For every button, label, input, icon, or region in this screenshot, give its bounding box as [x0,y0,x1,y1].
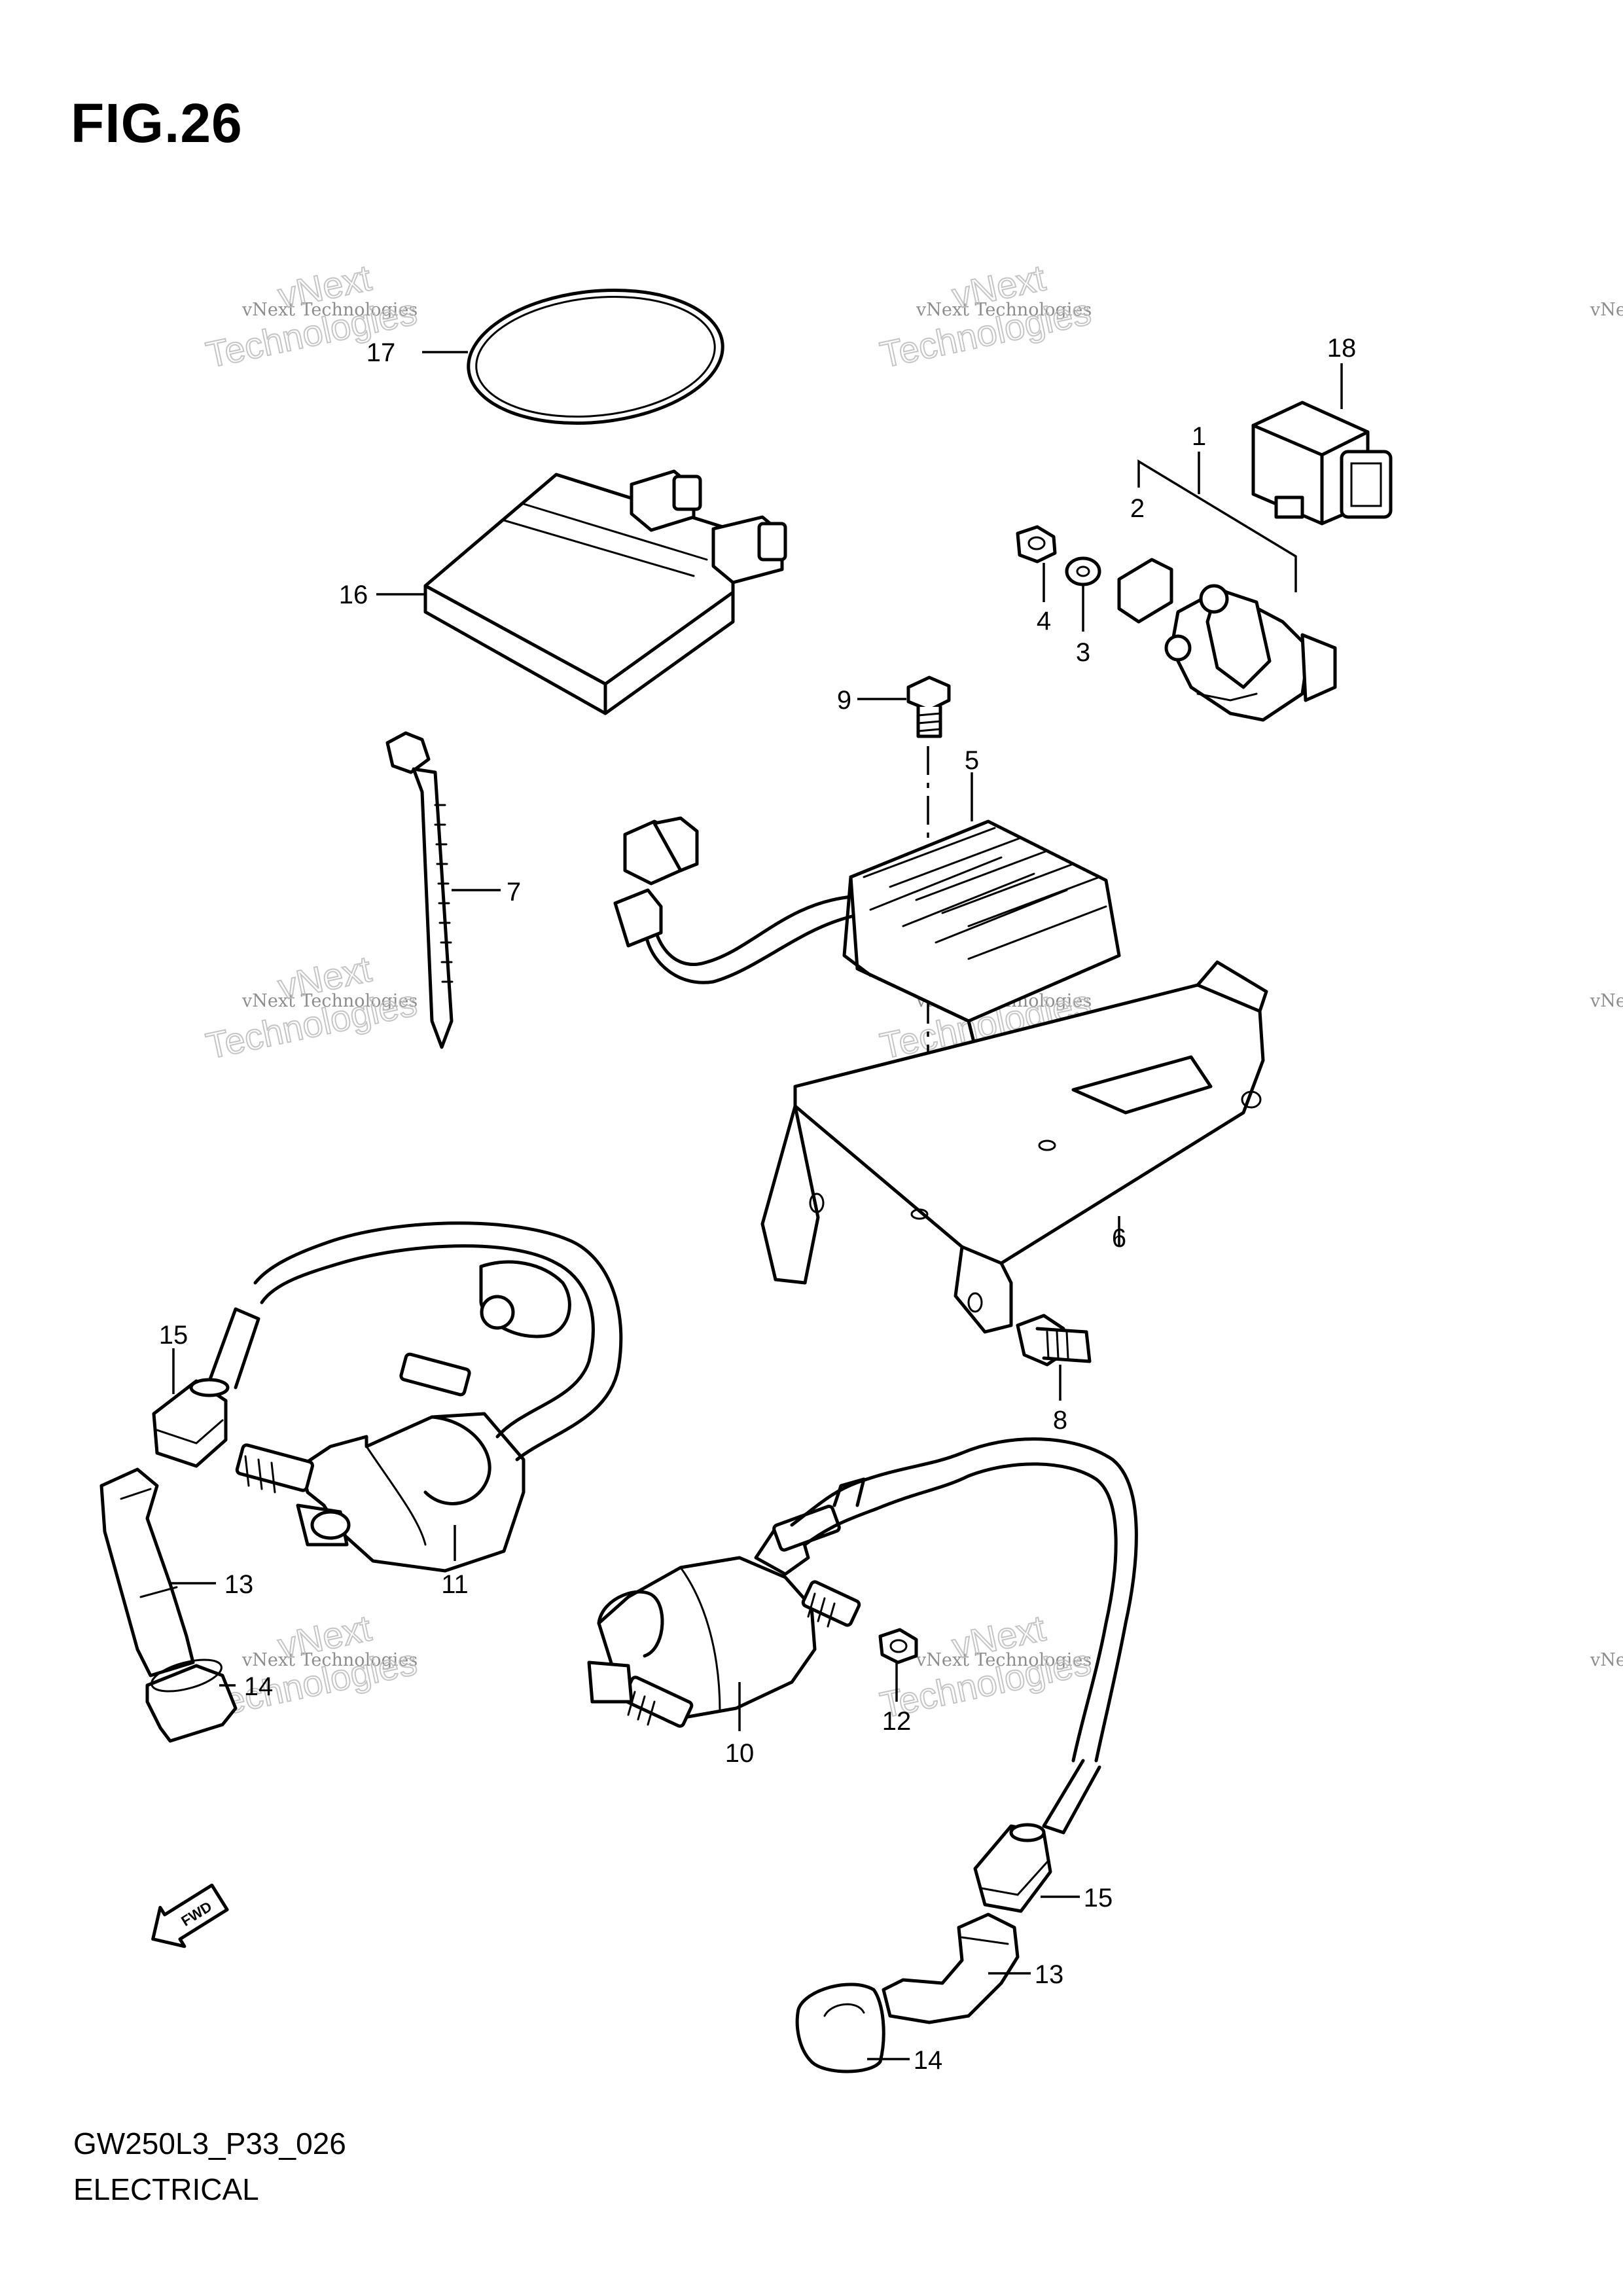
watermark-right-edge-mid: vNext Technologies [1590,991,1623,1011]
callout-14-lower: 14 [914,2046,943,2075]
watermark-text: vNext Technologies [916,300,1092,320]
part-5-regulator [613,816,1121,1049]
watermark-right-edge: vNext Technologies [1590,300,1623,320]
watermark-text: vNext Technologies [241,300,418,320]
callout-6: 6 [1112,1224,1126,1253]
part-12-nut [878,1628,918,1664]
part-16-ecm [423,469,787,715]
callout-1: 1 [1192,422,1206,451]
diagram-code: GW250L3_P33_026 [73,2126,346,2161]
part-15-seal-lower [973,1823,1052,1913]
callout-15-upper: 15 [159,1321,188,1350]
watermark-text: vNext Technologies [241,1650,418,1670]
callout-13-lower: 13 [1035,1960,1064,1989]
part-11-ignition-coil [207,1221,623,1573]
callout-4: 4 [1037,607,1051,636]
watermark-text: vNext Technologies [1590,300,1623,320]
callout-9: 9 [837,686,851,715]
callout-3: 3 [1076,638,1090,667]
part-9-bolt [906,675,951,738]
part-13-plug-cap-lower [882,1912,1020,2024]
part-15-seal-upper [152,1378,230,1468]
watermark-text: vNext Technologies [916,1650,1092,1670]
callout-2: 2 [1130,494,1145,523]
watermark-text: vNext Technologies [1590,991,1623,1011]
callout-17: 17 [366,338,396,367]
part-18-coupler [1251,401,1393,526]
callout-7: 7 [507,878,521,906]
part-17-band [467,288,724,425]
part-1-starter-relay [1117,558,1337,722]
callout-16: 16 [339,581,368,609]
callout-10: 10 [725,1739,755,1768]
part-3-washer [1065,556,1101,586]
watermark-text: vNext Technologies [241,991,418,1011]
part-13-plug-cap-upper [99,1467,195,1677]
callout-18: 18 [1327,334,1357,363]
callout-11: 11 [441,1570,469,1599]
watermark-text: vNext Technologies [1590,1650,1623,1670]
callout-12: 12 [882,1707,912,1736]
callout-labels: 17 18 1 2 4 3 16 9 5 7 6 15 8 13 11 14 1… [159,334,1357,2075]
part-10-ignition-coil [587,1437,1138,1835]
part-6-bracket [760,960,1268,1334]
callout-bracket [1137,459,1297,592]
watermark-right-edge-low: vNext Technologies [1590,1650,1623,1670]
callout-8: 8 [1053,1406,1067,1435]
diagram-name: ELECTRICAL [73,2172,259,2206]
callout-14-upper: 14 [244,1672,274,1701]
watermark-mid-left: vNext Technologies vNext Technologies [202,947,421,1067]
figure-title: FIG.26 [71,92,243,154]
part-4-nut [1016,525,1057,564]
fwd-arrow-icon: FWD [151,1883,229,1948]
callout-15-lower: 15 [1084,1884,1113,1912]
callout-13-upper: 13 [224,1570,254,1599]
part-8-bolt [1016,1314,1092,1367]
watermark-top-center: vNext Technologies vNext Technologies [876,256,1095,376]
part-7-cable-tie [385,731,454,1049]
callout-5: 5 [965,746,979,775]
part-14-cover-lower [795,1982,885,2073]
part-14-cover-upper [145,1659,238,1743]
